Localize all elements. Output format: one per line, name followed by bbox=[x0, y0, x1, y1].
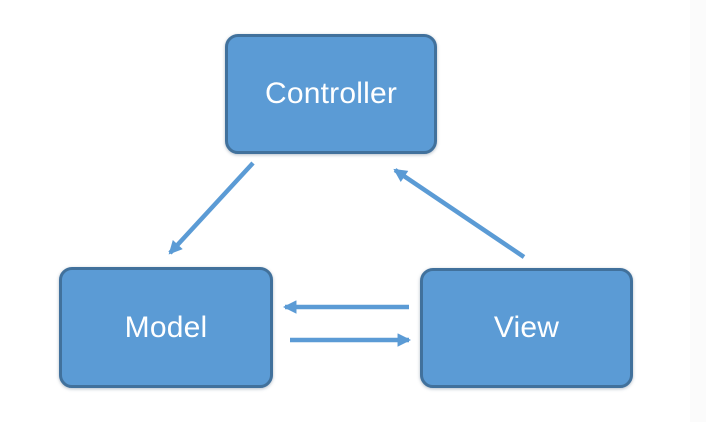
node-view: View bbox=[420, 268, 633, 388]
arrow-view-to-controller bbox=[393, 168, 526, 259]
arrow-controller-to-model bbox=[168, 161, 255, 255]
right-edge-gutter bbox=[690, 0, 706, 422]
node-model: Model bbox=[59, 267, 273, 388]
node-controller: Controller bbox=[225, 34, 437, 154]
node-model-label: Model bbox=[124, 310, 208, 344]
node-controller-label: Controller bbox=[264, 77, 398, 110]
node-view-label: View bbox=[493, 311, 560, 344]
